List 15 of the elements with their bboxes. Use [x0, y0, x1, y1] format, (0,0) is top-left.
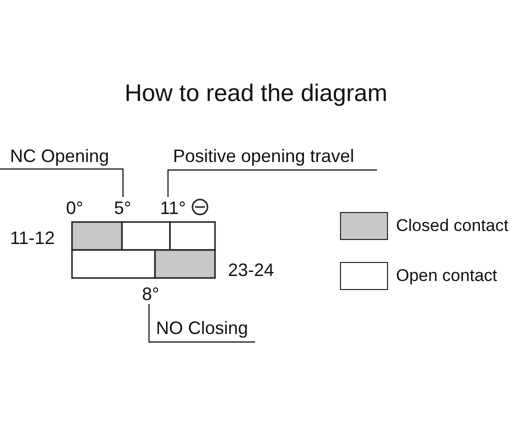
contact-terminal-label: 11-12	[10, 228, 55, 248]
angle-label: 11°	[160, 198, 186, 218]
angle-label: 5°	[114, 198, 132, 218]
leader-line	[167, 169, 377, 197]
legend-text: Open contact	[396, 266, 498, 286]
diagram-title: How to read the diagram	[124, 80, 388, 108]
leader-text: Positive opening travel	[173, 146, 354, 166]
leader-line	[148, 304, 255, 343]
contact-terminal-label: 23-24	[228, 260, 274, 280]
legend-text: Closed contact	[396, 216, 508, 236]
angle-label: 0°	[66, 198, 84, 218]
angle-label: 8°	[142, 284, 160, 304]
leader-text: NO Closing	[156, 318, 248, 338]
leader-line	[0, 168, 124, 197]
leader-text: NC Opening	[10, 146, 110, 166]
